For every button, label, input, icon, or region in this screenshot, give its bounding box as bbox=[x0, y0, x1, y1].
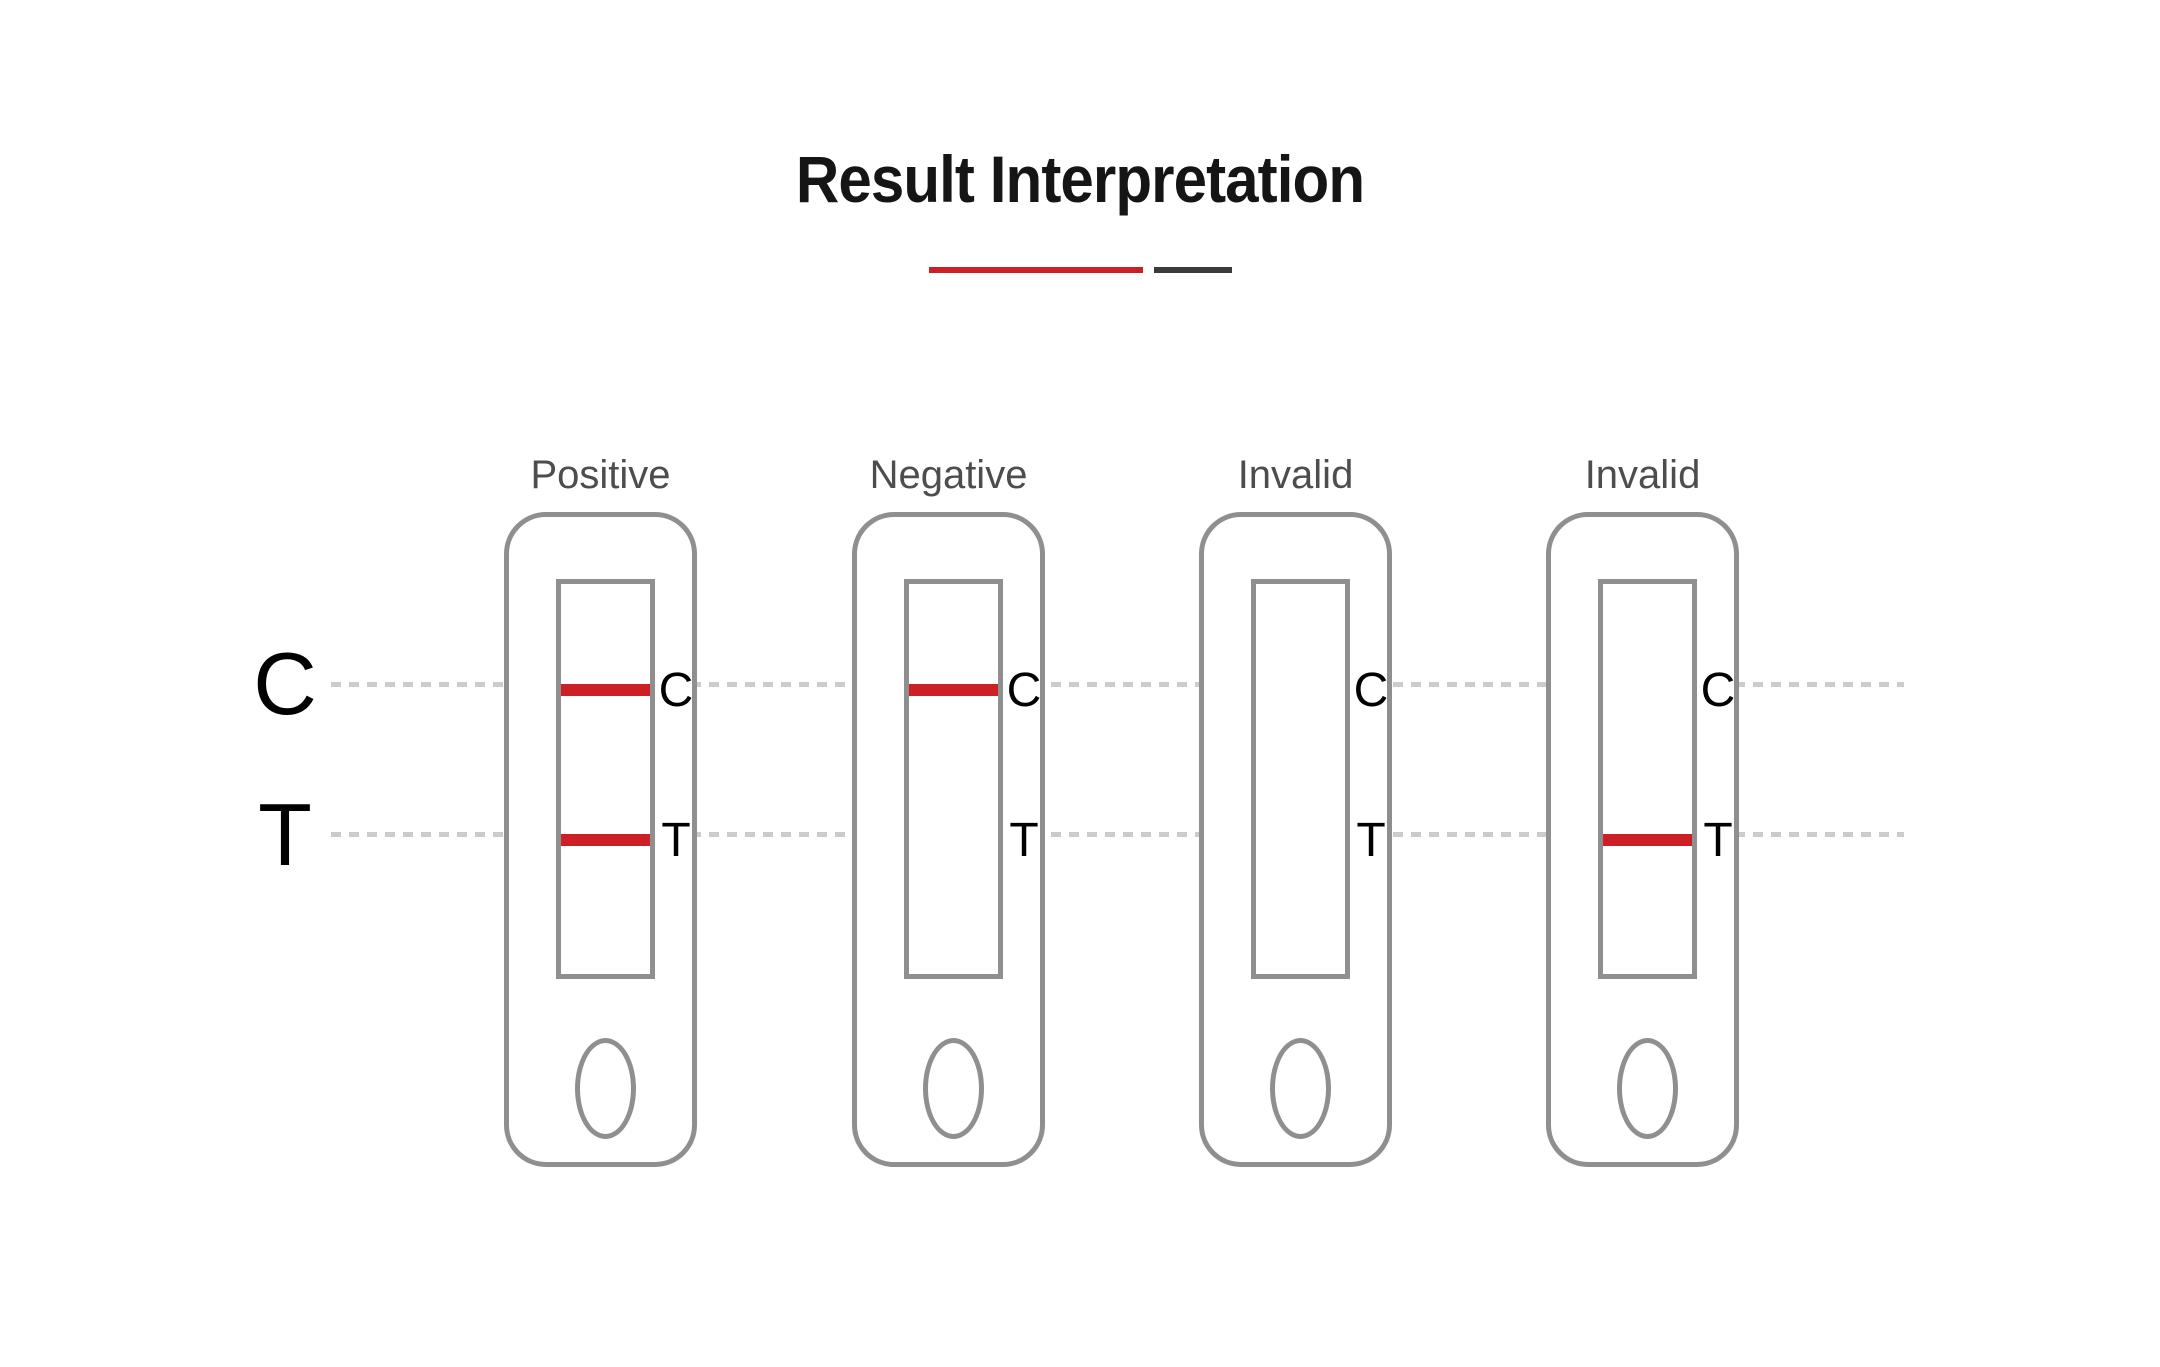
control-line bbox=[561, 684, 650, 696]
result-window bbox=[904, 579, 1003, 979]
test-row-guide-line bbox=[331, 832, 1904, 837]
cassette-result-label: Negative bbox=[869, 453, 1028, 497]
control-marker-letter: C bbox=[1353, 663, 1389, 717]
sample-well bbox=[1270, 1038, 1331, 1139]
control-marker-letter: C bbox=[658, 663, 694, 717]
title-divider bbox=[0, 267, 2160, 273]
divider-red-segment bbox=[928, 267, 1143, 273]
page-title: Result Interpretation bbox=[795, 142, 1365, 216]
result-window bbox=[556, 579, 655, 979]
divider-dark-segment bbox=[1153, 267, 1232, 273]
test-marker-letter: T bbox=[1356, 813, 1386, 867]
cassette-result-label: Invalid bbox=[1237, 453, 1354, 497]
control-marker-letter: C bbox=[1006, 663, 1042, 717]
cassette-negative: Negative C T bbox=[852, 453, 1045, 1167]
test-marker-letter: T bbox=[661, 813, 691, 867]
control-row-label: C bbox=[253, 634, 317, 733]
cassette-invalid-test-line-only: Invalid C T bbox=[1546, 453, 1739, 1167]
control-row-guide-line bbox=[331, 682, 1904, 687]
control-marker-letter: C bbox=[1700, 663, 1736, 717]
sample-well bbox=[1617, 1038, 1678, 1139]
test-marker-letter: T bbox=[1703, 813, 1733, 867]
result-window bbox=[1598, 579, 1697, 979]
cassette-result-label: Invalid bbox=[1584, 453, 1701, 497]
control-line bbox=[909, 684, 998, 696]
cassette-invalid-no-lines: Invalid C T bbox=[1199, 453, 1392, 1167]
cassette-positive: Positive C T bbox=[504, 453, 697, 1167]
cassette-result-label: Positive bbox=[530, 453, 671, 497]
test-line bbox=[561, 834, 650, 846]
test-row-label: T bbox=[258, 785, 312, 884]
test-line bbox=[1603, 834, 1692, 846]
sample-well bbox=[923, 1038, 984, 1139]
test-marker-letter: T bbox=[1009, 813, 1039, 867]
sample-well bbox=[575, 1038, 636, 1139]
result-window bbox=[1251, 579, 1350, 979]
